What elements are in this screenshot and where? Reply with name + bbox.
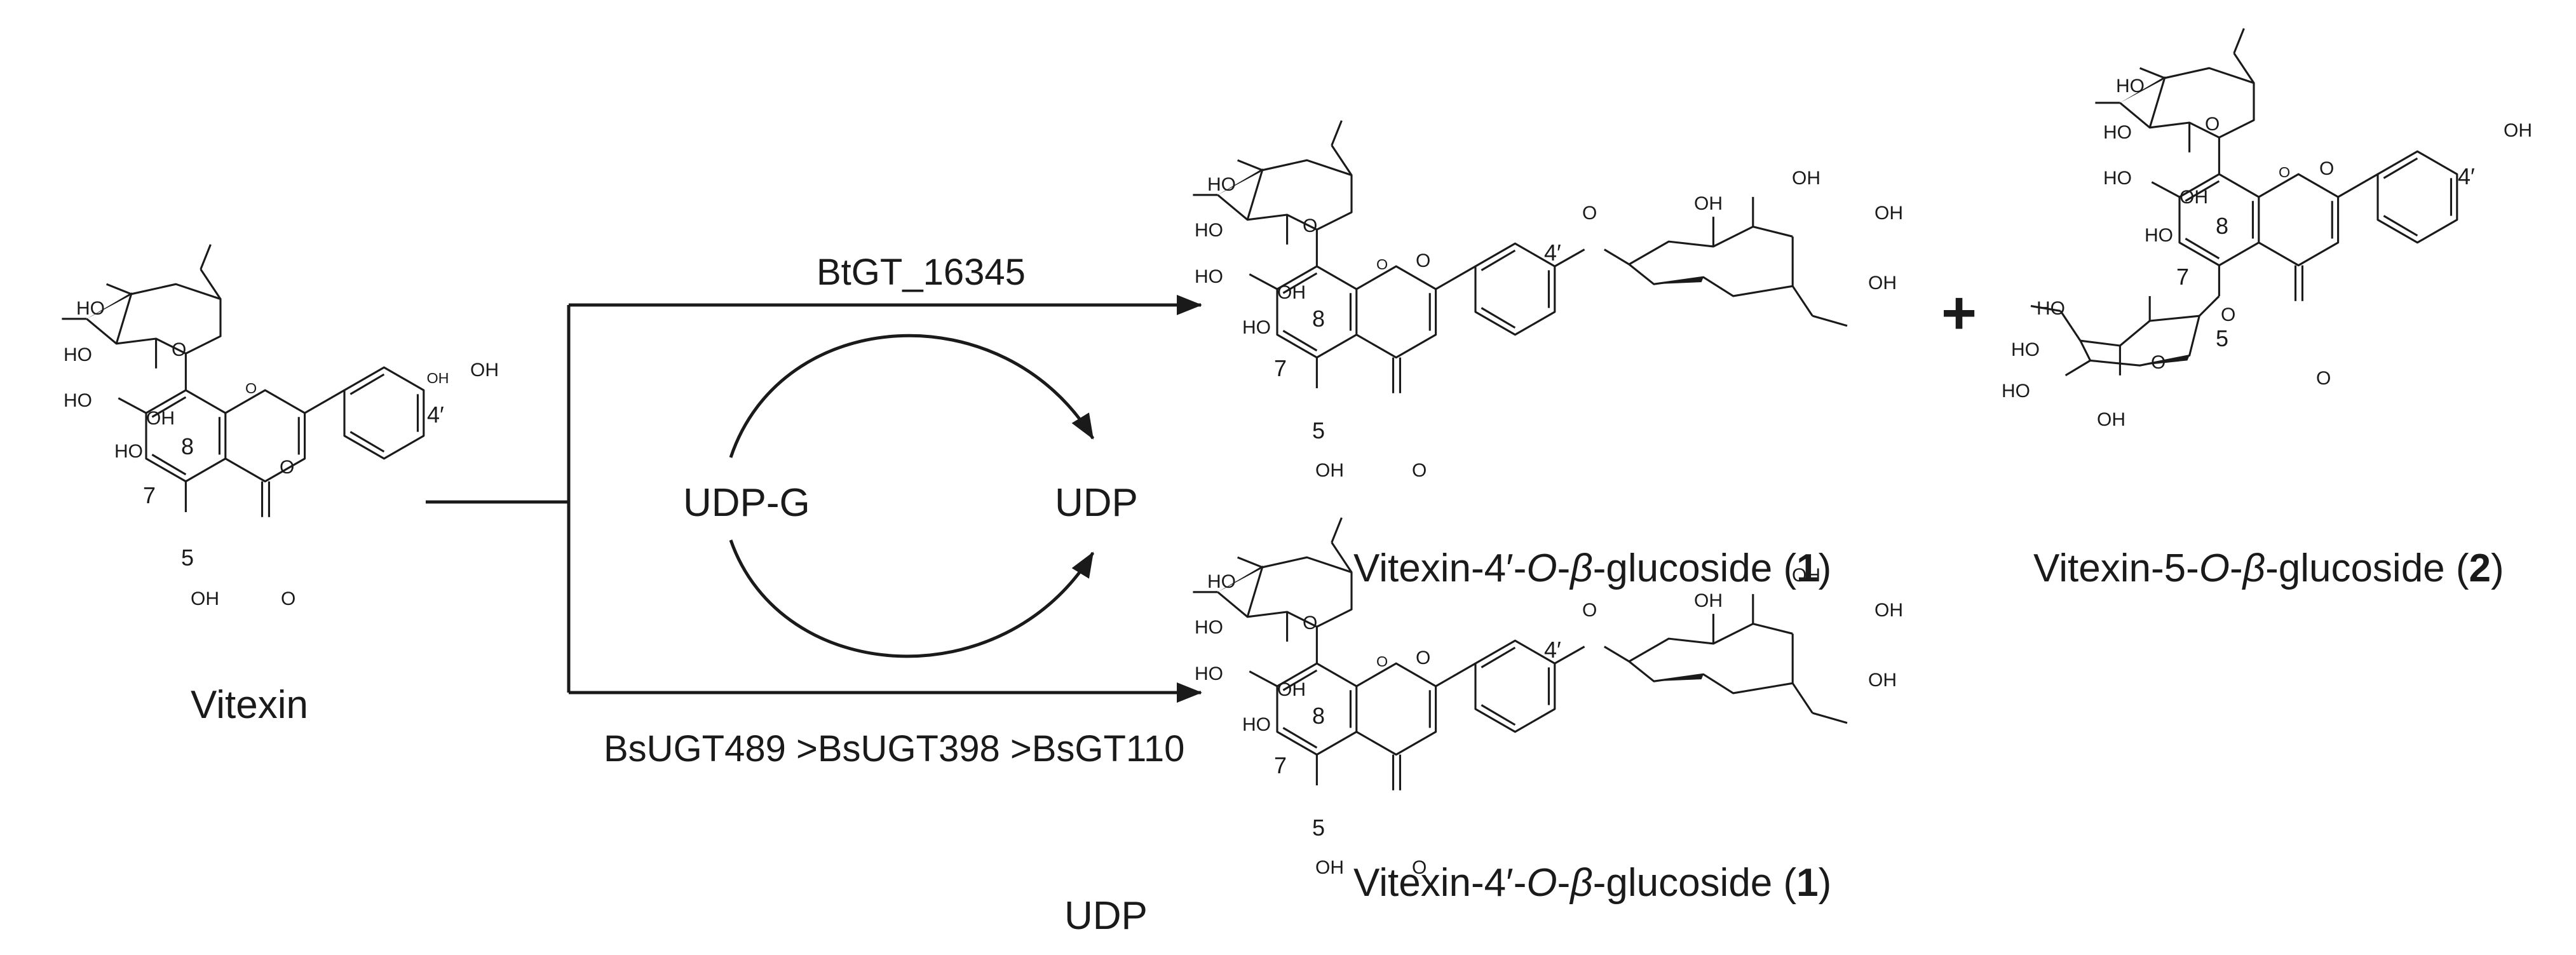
svg-text:OH: OH (1868, 273, 1897, 294)
svg-text:OH: OH (1792, 168, 1820, 189)
svg-text:OH: OH (470, 360, 499, 381)
vitexin-structure: O OH (60, 243, 449, 518)
svg-text:5: 5 (181, 545, 194, 571)
svg-text:O: O (2221, 304, 2235, 325)
svg-text:HO: HO (2103, 122, 2132, 143)
svg-text:HO: HO (1207, 174, 1236, 195)
svg-text:O: O (1376, 256, 1388, 273)
product2-structure: O (2030, 27, 2458, 377)
svg-text:OH: OH (1694, 590, 1723, 611)
cofactor-byproduct-label: UDP (1055, 481, 1138, 525)
lower-product1-label: Vitexin-4′-O-β-glucoside (1) (1353, 861, 1831, 905)
svg-text:4′: 4′ (427, 402, 444, 428)
svg-text:HO: HO (2145, 225, 2173, 246)
product1-upper-structure: O (1191, 119, 1848, 395)
svg-text:HO: HO (2116, 76, 2145, 97)
product2-atom-labels: HO HO HO O OH HO O OH O O HO HO HO OH O … (2002, 76, 2532, 430)
svg-text:OH: OH (2504, 120, 2532, 141)
svg-text:5: 5 (2216, 325, 2228, 351)
svg-text:4′: 4′ (1544, 240, 1561, 266)
svg-text:7: 7 (1274, 355, 1287, 381)
svg-text:O: O (2279, 164, 2290, 180)
svg-text:4′: 4′ (2458, 163, 2475, 189)
cofactor-donor-label: UDP-G (683, 481, 810, 525)
svg-text:OH: OH (1277, 282, 1306, 303)
svg-text:4′: 4′ (1544, 637, 1561, 663)
svg-text:O: O (1303, 215, 1317, 236)
product1-upper-atom-labels: HO HO HO O OH HO O OH O O OH OH OH OH 8 … (1195, 168, 1903, 481)
svg-text:8: 8 (181, 433, 194, 459)
svg-text:O: O (245, 380, 257, 396)
svg-text:OH: OH (1874, 600, 1903, 621)
upper-enzyme-label: BtGT_16345 (817, 252, 1026, 293)
svg-text:OH: OH (1694, 193, 1723, 214)
svg-text:7: 7 (1274, 752, 1287, 778)
svg-text:OH: OH (1277, 679, 1306, 700)
svg-text:O: O (2316, 368, 2331, 389)
svg-text:O: O (280, 457, 294, 478)
svg-text:HO: HO (2103, 168, 2132, 189)
svg-text:5: 5 (1312, 815, 1325, 841)
reaction-arrows (426, 295, 1202, 703)
product1-lower-atom-labels: HO HO HO O OH HO O OH O O OH OH OH OH 8 … (1195, 565, 1903, 878)
svg-text:O: O (1412, 460, 1427, 481)
svg-text:HO: HO (1195, 617, 1223, 638)
svg-text:O: O (2151, 352, 2166, 373)
svg-text:HO: HO (1207, 571, 1236, 592)
svg-text:8: 8 (2216, 213, 2228, 239)
upper-product1-label: Vitexin-4′-O-β-glucoside (1) (1353, 546, 1831, 590)
svg-text:HO: HO (1195, 220, 1223, 241)
plus-sign: + (1941, 279, 1977, 347)
svg-text:OH: OH (191, 588, 219, 609)
svg-text:HO: HO (1242, 317, 1271, 338)
svg-text:HO: HO (64, 344, 92, 365)
svg-text:8: 8 (1312, 306, 1325, 332)
lower-enzyme-label: BsUGT489 >BsUGT398 >BsGT110 (604, 728, 1184, 769)
svg-text:HO: HO (64, 390, 92, 411)
svg-text:HO: HO (2037, 298, 2065, 319)
svg-text:OH: OH (2179, 187, 2208, 208)
svg-text:O: O (2205, 114, 2220, 135)
svg-text:OH: OH (1315, 460, 1344, 481)
svg-text:HO: HO (76, 298, 105, 319)
svg-text:5: 5 (1312, 417, 1325, 444)
svg-text:O: O (281, 588, 295, 609)
svg-text:OH: OH (146, 408, 175, 429)
svg-text:OH: OH (1868, 670, 1897, 691)
svg-text:O: O (172, 339, 186, 360)
svg-text:OH: OH (1315, 857, 1344, 878)
bottom-byproduct-label: UDP (1064, 894, 1148, 938)
svg-text:O: O (1582, 600, 1597, 621)
svg-text:OH: OH (2097, 409, 2125, 430)
product2-label: Vitexin-5-O-β-glucoside (2) (2033, 546, 2504, 590)
lower-cofactor-arc (729, 539, 1095, 658)
svg-text:7: 7 (143, 482, 156, 508)
svg-text:HO: HO (2011, 339, 2040, 360)
svg-text:O: O (1376, 653, 1388, 670)
svg-text:HO: HO (1242, 714, 1271, 735)
svg-text:O: O (1303, 613, 1317, 633)
upper-cofactor-arc (729, 334, 1095, 458)
product1-lower-structure: O (1191, 517, 1848, 792)
svg-text:O: O (1416, 647, 1430, 668)
svg-text:8: 8 (1312, 703, 1325, 729)
svg-text:HO: HO (1195, 266, 1223, 287)
svg-text:O: O (1582, 203, 1597, 224)
svg-text:HO: HO (114, 441, 143, 462)
svg-text:HO: HO (2002, 381, 2030, 402)
substrate-label: Vitexin (191, 683, 308, 727)
svg-text:OH: OH (426, 370, 449, 386)
svg-text:O: O (1416, 250, 1430, 271)
vitexin-atom-labels: HO HO HO O OH HO O OH OH O 8 7 5 4′ (64, 298, 499, 609)
svg-text:OH: OH (1792, 565, 1820, 586)
svg-text:OH: OH (1874, 203, 1903, 224)
svg-text:O: O (1412, 857, 1427, 878)
svg-text:HO: HO (1195, 663, 1223, 684)
svg-text:7: 7 (2176, 264, 2189, 290)
svg-text:O: O (2319, 158, 2334, 179)
